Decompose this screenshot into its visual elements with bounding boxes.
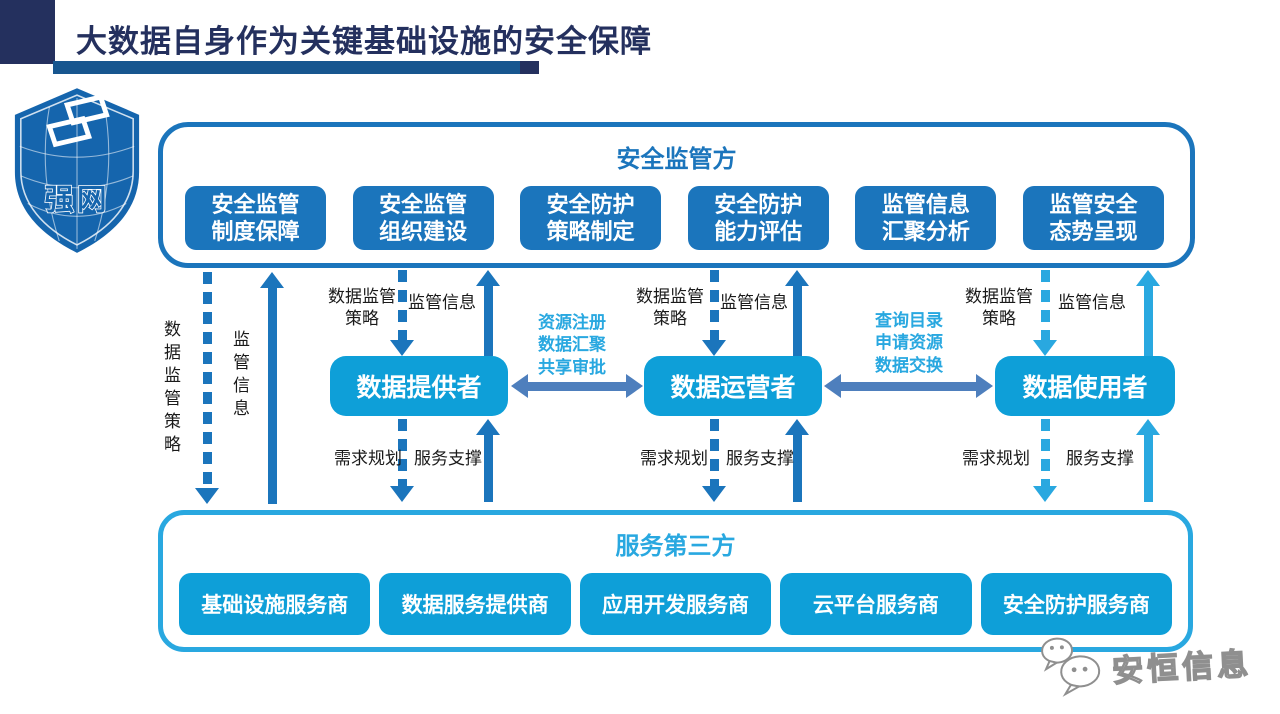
label-line: 策略 bbox=[653, 309, 687, 329]
box-label-line: 制度保障 bbox=[211, 219, 300, 244]
box-label-line: 监管安全 bbox=[1049, 191, 1138, 217]
label-line: 资源注册 bbox=[538, 313, 606, 332]
box-label-line: 策略制定 bbox=[546, 219, 635, 244]
label-info: 监管信息 bbox=[408, 293, 476, 312]
page-title: 大数据自身作为关键基础设施的安全保障 bbox=[76, 24, 652, 59]
label-line: 数据监管 bbox=[636, 287, 704, 306]
box-label-line: 安全防护 bbox=[546, 191, 635, 217]
arrow-support-up bbox=[476, 419, 500, 502]
supervisor-box-org-building: 安全监管 组织建设 bbox=[352, 186, 494, 250]
label-line: 查询目录 bbox=[875, 311, 943, 330]
title-corner-block bbox=[0, 0, 55, 64]
logo-text: 强网 bbox=[44, 183, 109, 216]
arrow-info-up bbox=[1136, 270, 1160, 356]
box-label-line: 安全监管 bbox=[211, 191, 300, 217]
arrow-support-up bbox=[785, 419, 809, 502]
label-supervision-info-vertical: 监管信息 bbox=[230, 330, 249, 422]
label-line: 共享审批 bbox=[538, 357, 606, 377]
arrow-info-up-long bbox=[260, 272, 284, 504]
label-line: 策略 bbox=[345, 309, 379, 329]
label-resource-exchange-right: 查询目录 申请资源 数据交换 bbox=[864, 310, 954, 377]
supervisor-box-capability-eval: 安全防护 能力评估 bbox=[687, 186, 829, 250]
arrow-policy-down bbox=[390, 270, 414, 356]
arrow-operator-user-exchange bbox=[824, 374, 993, 398]
supervisor-box-system-guarantee: 安全监管 制度保障 bbox=[185, 186, 326, 250]
watermark-text: 安恒信息 bbox=[1111, 645, 1254, 689]
box-label-line: 态势呈现 bbox=[1049, 219, 1138, 244]
wechat-icon bbox=[1041, 637, 1101, 697]
label-line: 数据监管 bbox=[965, 287, 1033, 306]
label-support: 服务支撑 bbox=[726, 449, 794, 468]
arrow-demand-down bbox=[702, 419, 726, 502]
label-info: 监管信息 bbox=[720, 293, 788, 312]
label-support: 服务支撑 bbox=[414, 449, 482, 468]
label-data-supervision-policy-vertical: 数据监管策略 bbox=[161, 320, 180, 458]
supervisor-panel-title: 安全监管方 bbox=[616, 146, 737, 173]
arrow-support-up bbox=[1136, 419, 1160, 502]
third-party-panel-title: 服务第三方 bbox=[615, 533, 736, 560]
third-party-box-security-protection: 安全防护服务商 bbox=[980, 573, 1173, 635]
supervisor-box-row: 安全监管 制度保障 安全监管 组织建设 安全防护 策略制定 安全防护 能力评估 … bbox=[185, 186, 1164, 250]
box-label-line: 安全监管 bbox=[379, 191, 468, 217]
arrow-demand-down bbox=[1033, 419, 1057, 502]
arrow-demand-down bbox=[390, 419, 414, 502]
third-party-box-app-dev: 应用开发服务商 bbox=[579, 573, 772, 635]
box-label-line: 监管信息 bbox=[881, 191, 970, 217]
label-line: 数据监管 bbox=[328, 287, 396, 306]
logo-s-emblem bbox=[46, 94, 110, 148]
label-line: 数据交换 bbox=[875, 355, 943, 375]
third-party-box-infrastructure: 基础设施服务商 bbox=[179, 573, 371, 635]
arrow-info-up bbox=[785, 270, 809, 356]
label-info: 监管信息 bbox=[1058, 293, 1126, 312]
third-party-box-data-service: 数据服务提供商 bbox=[379, 573, 571, 635]
arrow-info-up bbox=[476, 270, 500, 356]
label-demand: 需求规划 bbox=[640, 449, 708, 468]
third-party-panel: 服务第三方 基础设施服务商 数据服务提供商 应用开发服务商 云平台服务商 安全防… bbox=[158, 510, 1193, 652]
label-policy: 数据监管 策略 bbox=[630, 286, 710, 330]
arrow-policy-down bbox=[1033, 270, 1057, 356]
box-label-line: 安全防护 bbox=[714, 191, 803, 217]
label-demand: 需求规划 bbox=[334, 449, 402, 468]
arrow-policy-down bbox=[702, 270, 726, 356]
supervisor-panel: 安全监管方 安全监管 制度保障 安全监管 组织建设 安全防护 策略制定 安全防护… bbox=[158, 122, 1195, 268]
third-party-box-cloud-platform: 云平台服务商 bbox=[780, 573, 972, 635]
supervisor-box-situation-display: 监管安全 态势呈现 bbox=[1022, 186, 1164, 250]
title-underline-endcap bbox=[520, 61, 539, 74]
watermark: 安恒信息 bbox=[1036, 624, 1254, 707]
box-label-line: 汇聚分析 bbox=[881, 219, 970, 244]
label-policy: 数据监管 策略 bbox=[322, 286, 402, 330]
label-line: 策略 bbox=[982, 309, 1016, 329]
label-resource-exchange-left: 资源注册 数据汇聚 共享审批 bbox=[530, 312, 614, 379]
entity-data-user: 数据使用者 bbox=[995, 356, 1175, 416]
label-line: 申请资源 bbox=[875, 333, 943, 353]
label-policy: 数据监管 策略 bbox=[958, 286, 1040, 330]
supervisor-box-policy-making: 安全防护 策略制定 bbox=[520, 186, 662, 250]
arrow-policy-down-long bbox=[195, 272, 219, 504]
supervisor-box-info-analysis: 监管信息 汇聚分析 bbox=[855, 186, 997, 250]
entity-data-operator: 数据运营者 bbox=[644, 356, 822, 416]
label-demand: 需求规划 bbox=[962, 449, 1030, 468]
entity-data-provider: 数据提供者 bbox=[330, 356, 508, 416]
third-party-box-row: 基础设施服务商 数据服务提供商 应用开发服务商 云平台服务商 安全防护服务商 bbox=[179, 573, 1173, 635]
qiangwang-shield-logo: 强网 bbox=[14, 88, 140, 253]
title-underline-bar bbox=[53, 61, 520, 74]
box-label-line: 组织建设 bbox=[379, 219, 468, 244]
label-line: 数据汇聚 bbox=[538, 335, 606, 355]
arrow-provider-operator-exchange bbox=[511, 374, 643, 398]
box-label-line: 能力评估 bbox=[714, 219, 803, 244]
label-support: 服务支撑 bbox=[1066, 449, 1134, 468]
